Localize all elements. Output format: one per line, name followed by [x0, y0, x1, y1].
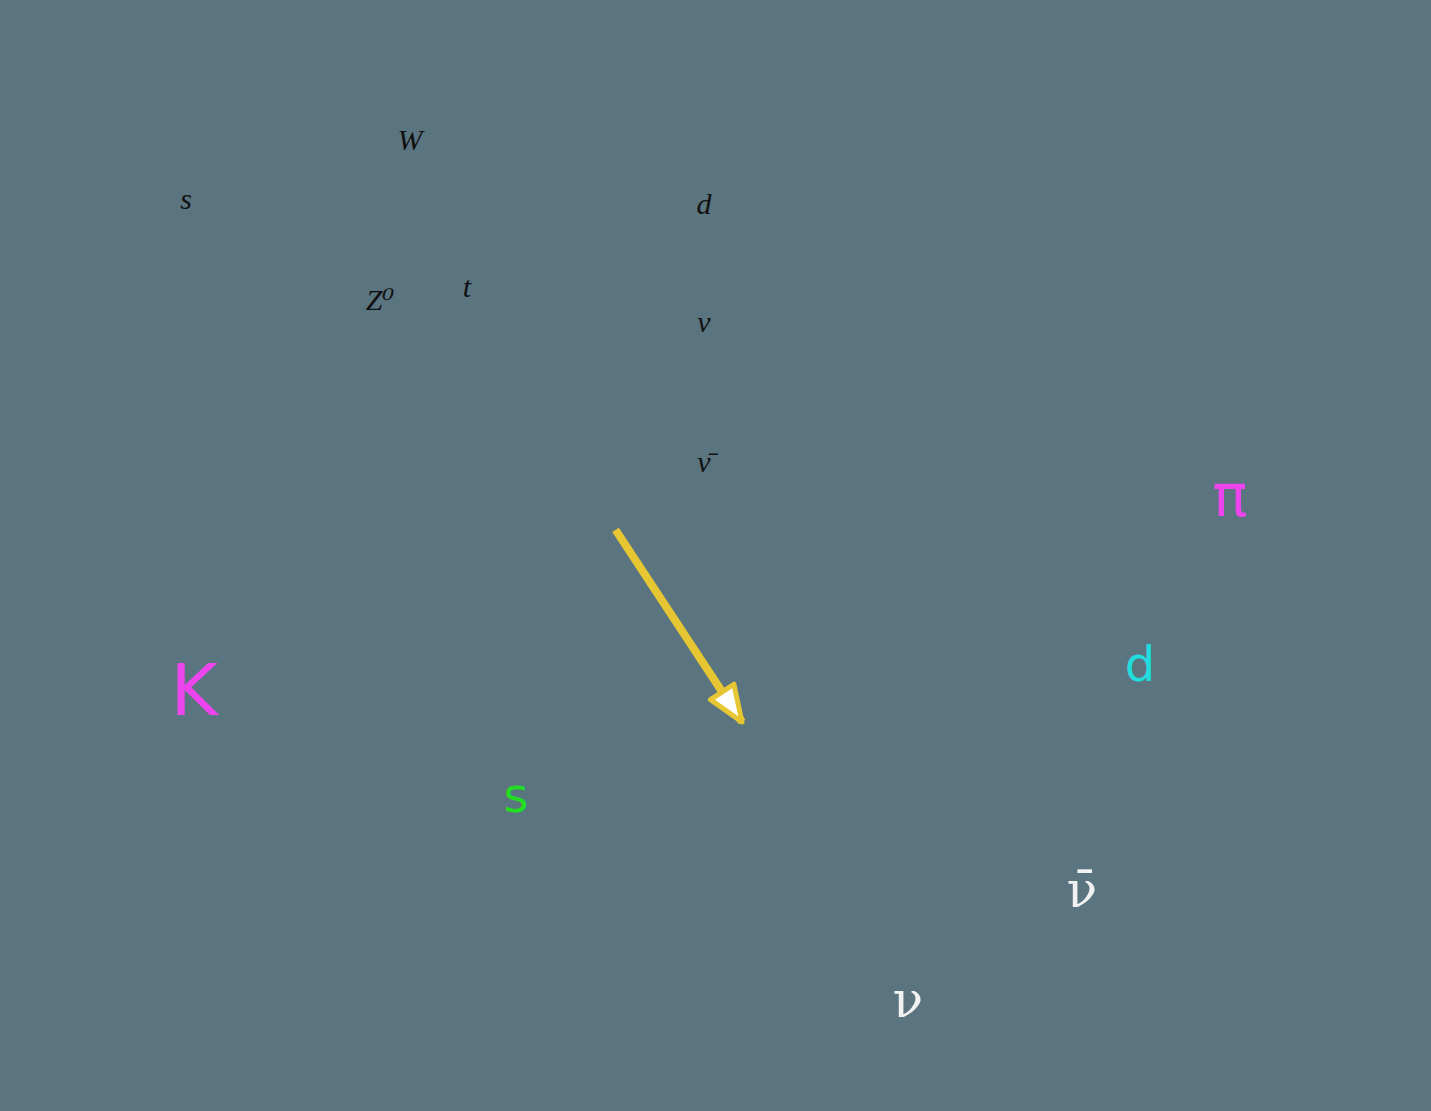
neutrino-label: ν̄ — [1067, 865, 1097, 915]
callout-arrow — [616, 530, 742, 722]
callout-ellipse — [81, 16, 825, 560]
fermion-arrows — [246, 208, 614, 406]
interaction-vertex — [725, 701, 819, 795]
fermion-arrow — [246, 208, 264, 223]
fermion-arrow — [596, 208, 614, 222]
dark-panel — [5, 290, 1431, 1111]
down-quark — [800, 597, 1173, 742]
quark-label: d — [1125, 640, 1155, 688]
meson-band: Kπ — [290, 455, 1180, 755]
fermion-arrow — [556, 332, 574, 347]
antineutrino-line — [820, 766, 1135, 845]
neutrino-label: ν — [893, 975, 923, 1025]
neutrino-line — [440, 320, 670, 362]
particle-label: ν̄ — [697, 447, 710, 477]
meson-label: K — [170, 654, 217, 726]
neutrino-lines — [806, 766, 1135, 1012]
spectator-quark — [290, 462, 1118, 603]
strange-quark — [290, 746, 740, 750]
callout-ellipse: Ws d t Z⁰ ν ν̄ — [75, 8, 835, 568]
w-boson — [350, 200, 525, 216]
t-d-quark-line — [440, 205, 670, 255]
particle-label: t — [463, 272, 471, 302]
particle-label: ν — [697, 307, 710, 337]
fermion-arrow — [401, 241, 419, 256]
fermion-arrow — [481, 231, 500, 247]
feynman-diagram — [215, 200, 670, 432]
z-boson — [433, 257, 447, 362]
node-outline — [75, 8, 835, 568]
gluons — [317, 528, 1101, 752]
quark-label: s — [503, 771, 528, 819]
particle-label: Z⁰ — [366, 285, 395, 315]
particle-label: W — [398, 125, 423, 155]
particle-label: s — [180, 184, 192, 214]
meson-band — [290, 462, 1173, 748]
w-boson-ends — [350, 206, 525, 232]
particle-label: d — [697, 189, 712, 219]
quark-glow — [290, 462, 1118, 603]
node-outline — [290, 455, 1180, 755]
s-quark-line — [215, 208, 440, 255]
meson-label: π — [1213, 467, 1248, 525]
antineutrino-line — [440, 362, 670, 432]
fermion-arrow — [551, 390, 570, 406]
